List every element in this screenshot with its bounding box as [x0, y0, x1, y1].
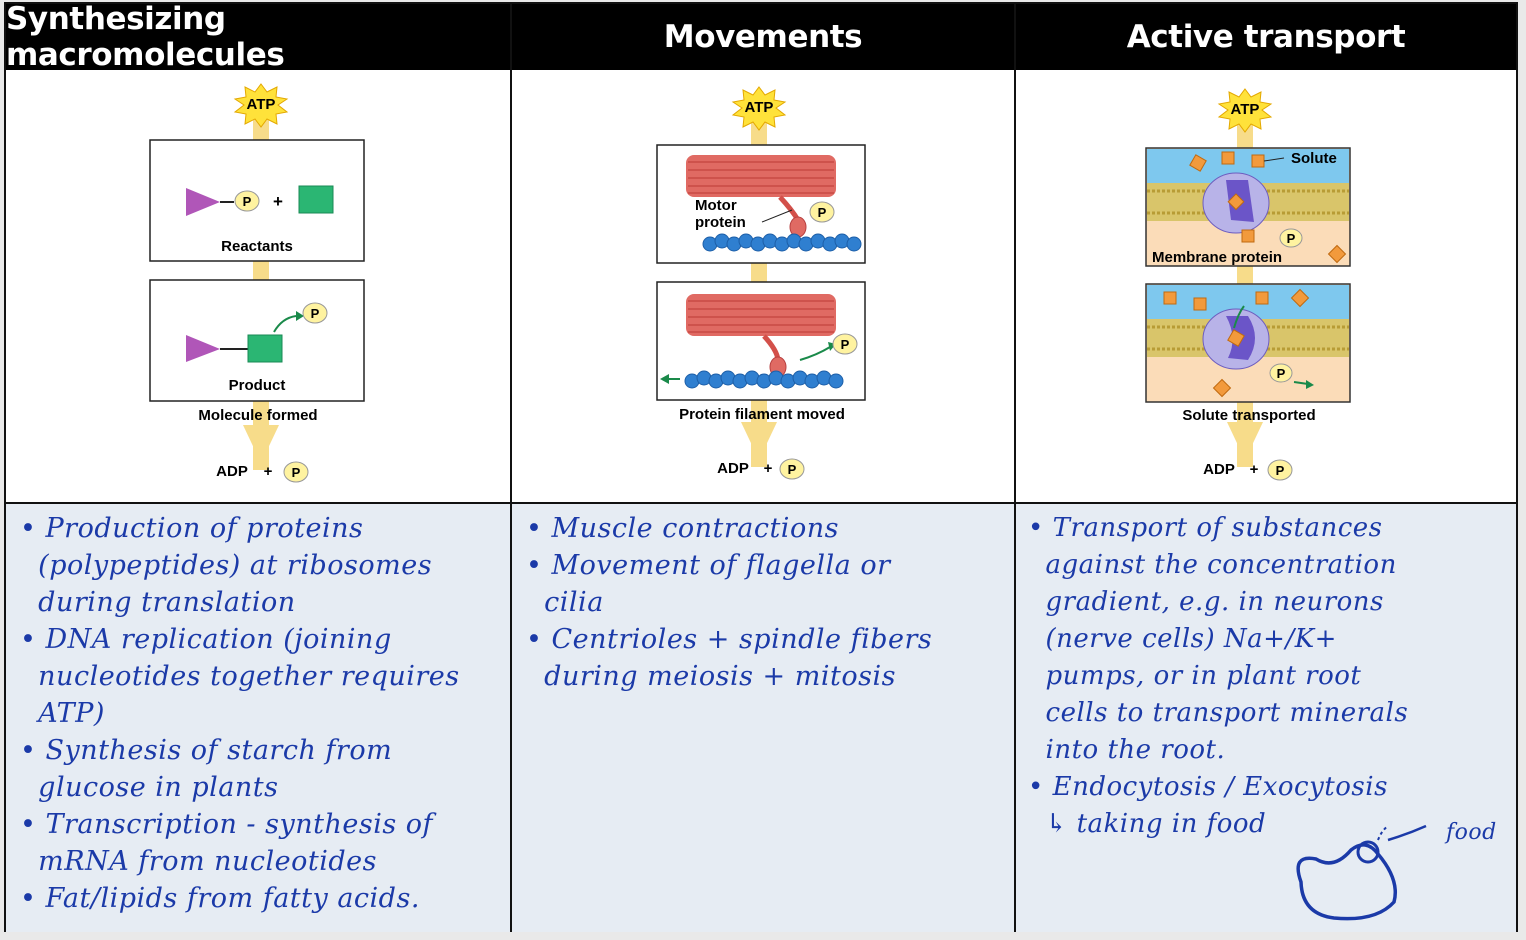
notes-synthesis-cell: • Production of proteins (polypeptides) … [6, 502, 510, 932]
phosphate-label: P [243, 194, 252, 209]
transport-diagram-cell: ATP Solute P Membrane protein [1016, 70, 1516, 502]
notes-movements-cell: • Muscle contractions • Movement of flag… [512, 502, 1014, 932]
green-arrowhead [296, 311, 304, 321]
movement-diagram-cell: ATP P Motor protein [512, 70, 1014, 502]
notes-transport: • Transport of substances against the co… [1028, 513, 1409, 839]
transport-diagram: ATP Solute P Membrane protein [1145, 88, 1351, 481]
movement-arrowhead [660, 374, 669, 384]
square-molecule-product [247, 334, 283, 363]
released-phosphate-icon [1269, 363, 1293, 383]
bound-solute [1227, 193, 1245, 211]
adp-label: ADP [717, 460, 749, 477]
notes-transport-cell: • Transport of substances against the co… [1016, 502, 1516, 932]
synthesis-caption: Molecule formed [198, 407, 317, 424]
atp-starburst-icon [731, 86, 787, 131]
triangle-molecule-product [186, 335, 220, 362]
adp-phosphate-icon [1267, 459, 1293, 481]
atp-label: ATP [745, 99, 774, 116]
solute-particles [1189, 151, 1347, 264]
transport-caption: Solute transported [1182, 407, 1315, 424]
triangle-molecule [186, 188, 220, 216]
plus-sign: + [273, 192, 283, 211]
synthesis-diagram: ATP P + Reactants P Product Molecule for… [149, 83, 365, 483]
adp-phosphate-icon [283, 461, 309, 483]
released-phosphate-icon [832, 333, 858, 355]
adp-plus-sign: + [764, 460, 773, 477]
solute-particles-after [1163, 288, 1310, 398]
column-divider-2 [1014, 4, 1016, 930]
adp-plus-sign: + [264, 463, 273, 480]
food-arrow-sketch [1387, 824, 1427, 842]
solute-pointer [1263, 157, 1285, 162]
released-phosphate-icon [302, 302, 328, 324]
motor-protein-pointer [761, 209, 793, 223]
motor-protein-label-1: Motor [695, 197, 737, 214]
down-arrow-icon [741, 422, 777, 460]
phosphate-label: P [818, 205, 827, 220]
green-arrow-icon [1233, 305, 1245, 329]
motor-protein-label-2: protein [695, 214, 746, 231]
header-movements: Movements [512, 4, 1014, 70]
atp-starburst-icon [1217, 88, 1273, 133]
adp-plus-sign: + [1250, 461, 1259, 478]
synthesis-diagram-cell: ATP P + Reactants P Product Molecule for… [6, 70, 510, 502]
column-divider-1 [510, 4, 512, 930]
adp-label: ADP [1203, 461, 1235, 478]
reactants-label: Reactants [221, 238, 293, 255]
adp-label: ADP [216, 463, 248, 480]
released-phosphate-label: P [1277, 366, 1286, 381]
product-label: Product [229, 377, 286, 394]
down-arrow-icon [243, 425, 279, 463]
header-synthesizing: Synthesizing macromolecules [6, 1, 510, 73]
green-arrow-icon [799, 346, 831, 361]
phosphate-icon [1279, 228, 1303, 248]
release-arrow-icon [1293, 381, 1309, 385]
movement-caption: Protein filament moved [679, 406, 845, 423]
phosphate-label: P [1287, 231, 1296, 246]
cell-sketch [1296, 843, 1397, 921]
food-label: food [1446, 820, 1497, 845]
solute-label: Solute [1291, 150, 1337, 167]
movement-diagram: ATP P Motor protein [656, 86, 866, 480]
food-dots-sketch [1377, 825, 1389, 841]
down-arrow-icon [1227, 422, 1263, 460]
green-arrow-icon [273, 315, 297, 333]
phosphate-icon [809, 201, 835, 223]
adp-phosphate-icon [779, 458, 805, 480]
square-molecule [298, 185, 334, 214]
release-arrowhead [1306, 380, 1314, 389]
adp-phosphate-label: P [788, 462, 797, 477]
endocytosis-sketch [1296, 824, 1427, 921]
atp-label: ATP [1231, 101, 1260, 118]
atp-starburst-icon [233, 83, 289, 128]
notes-movements: • Muscle contractions • Movement of flag… [526, 513, 933, 692]
released-phosphate-label: P [311, 306, 320, 321]
actin-filament-after [684, 370, 844, 389]
header-active-transport: Active transport [1016, 4, 1516, 70]
notes-synthesis: • Production of proteins (polypeptides) … [20, 513, 460, 914]
released-phosphate-label: P [841, 337, 850, 352]
actin-filament [702, 233, 862, 252]
atp-uses-table: Synthesizing macromolecules Movements Ac… [4, 1, 1518, 932]
food-particle-sketch [1356, 840, 1380, 864]
membrane-protein-label: Membrane protein [1152, 249, 1282, 266]
phosphate-icon [234, 190, 260, 212]
atp-label: ATP [247, 96, 276, 113]
adp-phosphate-label: P [1276, 463, 1285, 478]
adp-phosphate-label: P [292, 465, 301, 480]
